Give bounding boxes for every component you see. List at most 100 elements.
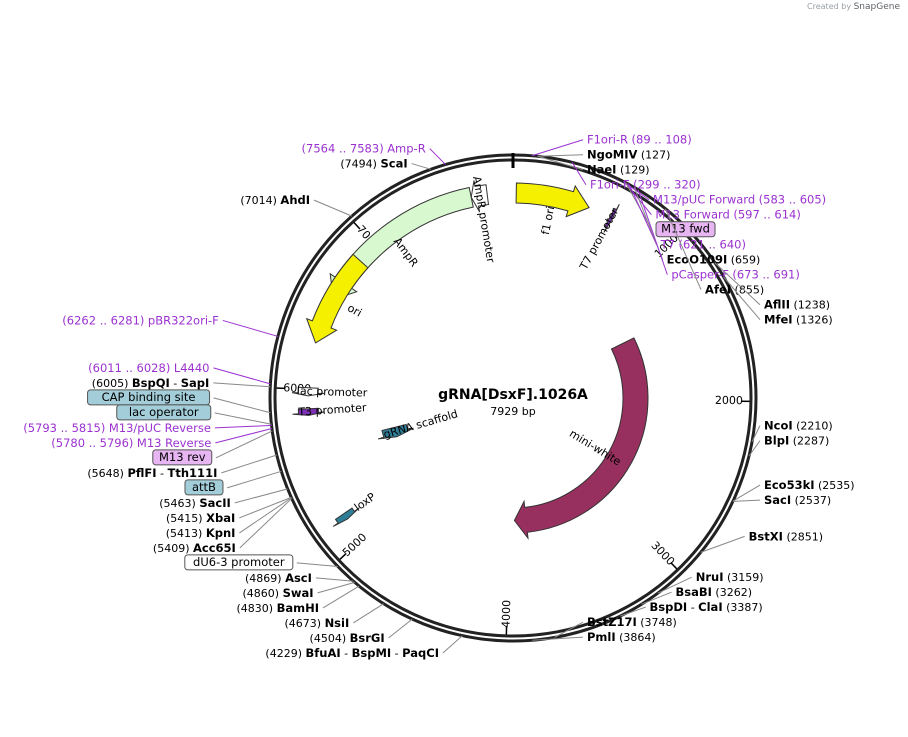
site-nsii[interactable]: (4673) NsiI <box>284 616 349 630</box>
site-name: ScaI <box>380 157 407 171</box>
site-name: KpnI <box>206 526 236 540</box>
site-aflii[interactable]: AflII (1238) <box>764 298 830 312</box>
site-l4440[interactable]: (6011 .. 6028) L4440 <box>88 361 209 375</box>
site-xbai[interactable]: (5415) XbaI <box>166 511 235 525</box>
site-pbr322[interactable]: (6262 .. 6281) pBR322ori-F <box>62 313 219 327</box>
site-ecoo109i[interactable]: EcoO109I (659) <box>667 253 761 267</box>
label-leader <box>234 488 288 504</box>
site-label: (7014) AhdI <box>240 193 310 207</box>
feature-box-label: M13 rev <box>159 450 206 464</box>
site-bstxi[interactable]: BstXI (2851) <box>749 529 823 543</box>
site-pmli[interactable]: PmlI (3864) <box>587 630 656 644</box>
site-pos: (597 .. 614) <box>733 208 801 222</box>
site-name: BspQI <box>132 376 170 390</box>
site-bstz17i[interactable]: BstZ17I (3748) <box>587 615 677 629</box>
site-saci-a[interactable]: SacI (2537) <box>764 493 831 507</box>
feature-lac-promoter[interactable] <box>291 386 325 397</box>
site-label: (5793 .. 5815) M13/pUC Reverse <box>23 421 211 435</box>
feature-box-label: M13 fwd <box>661 222 710 236</box>
site-label: NgoMIV (127) <box>587 148 670 162</box>
site-pfifi[interactable]: (5648) PflFI - Tth111I <box>87 466 217 480</box>
site-name: Acc65I <box>193 541 236 555</box>
site-swai[interactable]: (4860) SwaI <box>243 586 314 600</box>
label-leader <box>429 148 446 165</box>
feature-grna-scaffold[interactable] <box>377 423 414 440</box>
site-pos: (129) <box>620 164 650 177</box>
site-bspdi[interactable]: BspDI - ClaI (3387) <box>650 600 763 614</box>
site-asci[interactable]: (4869) AscI <box>245 571 312 585</box>
site-afei[interactable]: AfeI (855) <box>705 283 764 297</box>
site-f1ori-f[interactable]: F1ori-F (299 .. 320) <box>590 178 701 192</box>
site-bsrgi[interactable]: (4504) BsrGI <box>310 631 385 645</box>
site-extra: ClaI <box>698 600 722 614</box>
site-nrui[interactable]: NruI (3159) <box>696 570 764 584</box>
site-ampr-primer[interactable]: (7564 .. 7583) Amp-R <box>302 142 426 156</box>
site-name: MfeI <box>764 313 793 327</box>
site-label: (7494) ScaI <box>340 157 407 171</box>
site-du6-box[interactable]: dU6-3 promoter <box>184 554 294 571</box>
site-m13-rev[interactable]: (5780 .. 5796) M13 Reverse <box>51 436 211 450</box>
site-name: NruI <box>696 570 724 584</box>
site-m13puc-rev[interactable]: (5793 .. 5815) M13/pUC Reverse <box>23 421 211 435</box>
site-name: pCasper-F <box>671 268 729 282</box>
label-leader <box>213 397 271 414</box>
feature-box <box>184 554 294 571</box>
feature-ori[interactable] <box>305 253 369 344</box>
site-pos: (5463) <box>159 497 196 510</box>
snapgene-logo: SnapGene <box>853 2 900 12</box>
site-name: AflII <box>764 298 790 312</box>
site-cap-box[interactable]: CAP binding site <box>87 389 211 406</box>
site-t7[interactable]: T7 (621 .. 640) <box>660 238 746 252</box>
site-bamhi[interactable]: (4830) BamHI <box>237 601 320 615</box>
feature-f1ori[interactable] <box>515 182 590 218</box>
site-label: M13 Forward (597 .. 614) <box>655 208 800 222</box>
site-lacop-box[interactable]: lac operator <box>116 404 212 421</box>
feature-ampr-promoter[interactable] <box>470 180 490 213</box>
site-pos: (855) <box>735 284 765 297</box>
site-bspqi[interactable]: (6005) BspQI - SapI <box>92 376 210 390</box>
site-m13puc-fwd[interactable]: M13/pUC Forward (583 .. 605) <box>653 193 826 207</box>
site-m13-fwd[interactable]: M13 Forward (597 .. 614) <box>655 208 800 222</box>
feature-t3-promoter[interactable] <box>292 407 325 416</box>
site-name: M13/pUC Forward <box>653 193 755 207</box>
site-m13fwd-box[interactable]: M13 fwd <box>655 221 716 238</box>
site-f1ori-r[interactable]: F1ori-R (89 .. 108) <box>587 133 692 147</box>
site-label: F1ori-F (299 .. 320) <box>590 178 701 192</box>
site-pos: (6005) <box>92 377 129 390</box>
site-blpi[interactable]: BlpI (2287) <box>764 434 829 448</box>
snapgene-credit: Created by SnapGene <box>807 2 900 12</box>
site-ngomiv[interactable]: NgoMIV (127) <box>587 148 670 162</box>
site-sacii[interactable]: (5463) SacII <box>159 496 231 510</box>
site-name: M13 Forward <box>655 208 729 222</box>
site-name: SacII <box>199 496 230 510</box>
site-eco53ki[interactable]: Eco53kI (2535) <box>764 478 855 492</box>
site-m13rev-box[interactable]: M13 rev <box>152 449 213 466</box>
feature-t7-promoter[interactable] <box>603 204 620 233</box>
tick-mark <box>670 562 679 571</box>
site-scai[interactable]: (7494) ScaI <box>340 157 407 171</box>
feature-label-f1ori: f1 ori <box>539 205 557 236</box>
separator: - <box>157 467 168 480</box>
site-ncoi[interactable]: NcoI (2210) <box>764 419 833 433</box>
site-pos: (621 .. 640) <box>678 238 746 252</box>
site-acc65i[interactable]: (5409) Acc65I <box>153 541 236 555</box>
site-ahdi[interactable]: (7014) AhdI <box>240 193 310 207</box>
site-attb-box[interactable]: attB <box>184 479 224 496</box>
feature-mini-white[interactable] <box>513 337 649 540</box>
site-name: Amp-R <box>387 142 426 156</box>
plasmid-name: gRNA[DsxF].1026A <box>438 387 588 403</box>
site-bfuai[interactable]: (4229) BfuAI - BspMI - PaqCI <box>265 646 439 660</box>
site-nae[interactable]: NaeI (129) <box>587 163 650 177</box>
label-leader <box>213 367 271 385</box>
site-mfei[interactable]: MfeI (1326) <box>764 313 833 327</box>
labels-layer: F1ori-R (89 .. 108)NgoMIV (127)NaeI (129… <box>23 133 854 660</box>
label-leader <box>723 276 761 321</box>
feature-loxp[interactable] <box>332 507 360 527</box>
site-pcasper-f[interactable]: pCasper-F (673 .. 691) <box>671 268 800 282</box>
label-leader <box>748 440 761 457</box>
site-label: (7564 .. 7583) Amp-R <box>302 142 426 156</box>
site-bsabi[interactable]: BsaBI (3262) <box>676 585 753 599</box>
label-leader <box>532 636 584 641</box>
label-leader <box>620 606 646 617</box>
site-kpni[interactable]: (5413) KpnI <box>166 526 236 540</box>
